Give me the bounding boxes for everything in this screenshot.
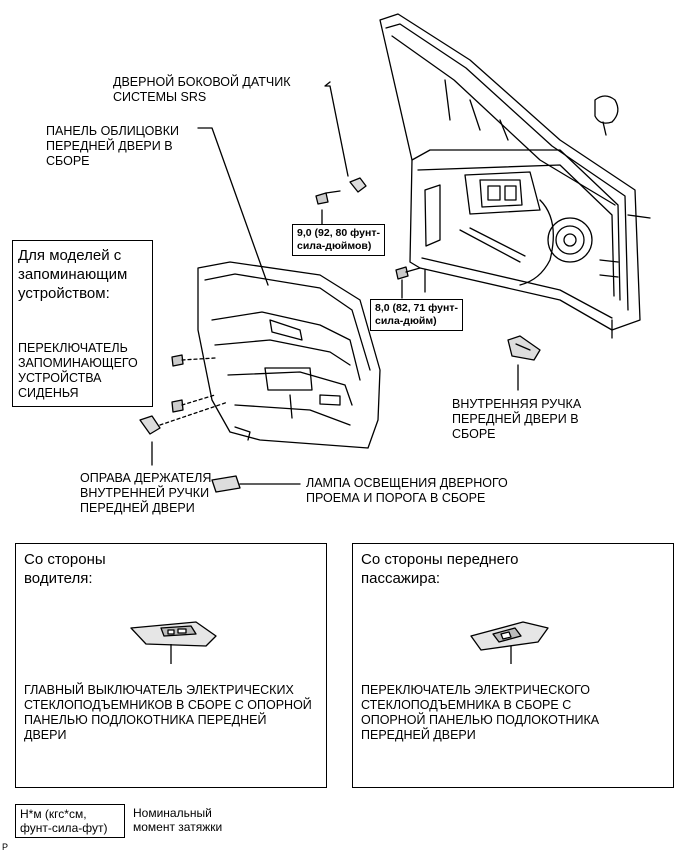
memory-models-box: Для моделей с запоминающим устройством: … [12, 240, 153, 407]
passenger-side-panel: Со стороны переднего пассажира: ПЕРЕКЛЮЧ… [352, 543, 674, 788]
corner-code: P [2, 842, 9, 852]
door-frame [379, 13, 651, 339]
memory-models-title: Для моделей с запоминающим устройством: [18, 247, 128, 302]
handle-bezel-label: ОПРАВА ДЕРЖАТЕЛЯ ВНУТРЕННЕЙ РУЧКИ ПЕРЕДН… [80, 471, 212, 515]
door-trim-panel [197, 261, 381, 449]
srs-sensor-label: ДВЕРНОЙ БОКОВОЙ ДАТЧИК СИСТЕМЫ SRS [113, 75, 291, 104]
passenger-switch-label: ПЕРЕКЛЮЧАТЕЛЬ ЭЛЕКТРИЧЕСКОГО СТЕКЛОПОДЪЕ… [361, 683, 600, 742]
courtesy-lamp-label: ЛАМПА ОСВЕЩЕНИЯ ДВЕРНОГО ПРОЕМА И ПОРОГА… [306, 476, 508, 505]
srs-sensor [315, 81, 367, 205]
trim-screws [171, 354, 216, 413]
handle-bezel-part [139, 401, 229, 435]
passenger-side-title: Со стороны переднего пассажира: [361, 551, 519, 587]
torque-spec-1: 9,0 (92, 80 фунт- сила-дюймов) [292, 224, 385, 256]
bolt-8 [395, 266, 421, 299]
legend-unit: Н*м (кгс*см, фунт-сила-фут) [20, 807, 108, 835]
driver-side-panel: Со стороны водителя: ГЛАВНЫЙ ВЫКЛЮЧАТЕЛЬ… [15, 543, 327, 788]
inner-handle-part [507, 335, 541, 391]
driver-side-title: Со стороны водителя: [24, 551, 106, 587]
memory-switch-label: ПЕРЕКЛЮЧАТЕЛЬ ЗАПОМИНАЮЩЕГО УСТРОЙСТВА С… [18, 341, 138, 400]
door-trim-label: ПАНЕЛЬ ОБЛИЦОВКИ ПЕРЕДНЕЙ ДВЕРИ В СБОРЕ [46, 124, 179, 168]
legend-meaning: Номинальный момент затяжки [133, 806, 223, 834]
courtesy-lamp-part [211, 475, 301, 493]
inner-handle-label: ВНУТРЕННЯЯ РУЧКА ПЕРЕДНЕЙ ДВЕРИ В СБОРЕ [452, 397, 582, 441]
legend-box: Н*м (кгс*см, фунт-сила-фут) [15, 804, 125, 838]
master-switch-label: ГЛАВНЫЙ ВЫКЛЮЧАТЕЛЬ ЭЛЕКТРИЧЕСКИХ СТЕКЛО… [24, 683, 312, 742]
master-switch-part [130, 621, 217, 664]
torque-spec-2: 8,0 (82, 71 фунт- сила-дюйм) [370, 299, 463, 331]
passenger-switch-part [470, 621, 549, 664]
